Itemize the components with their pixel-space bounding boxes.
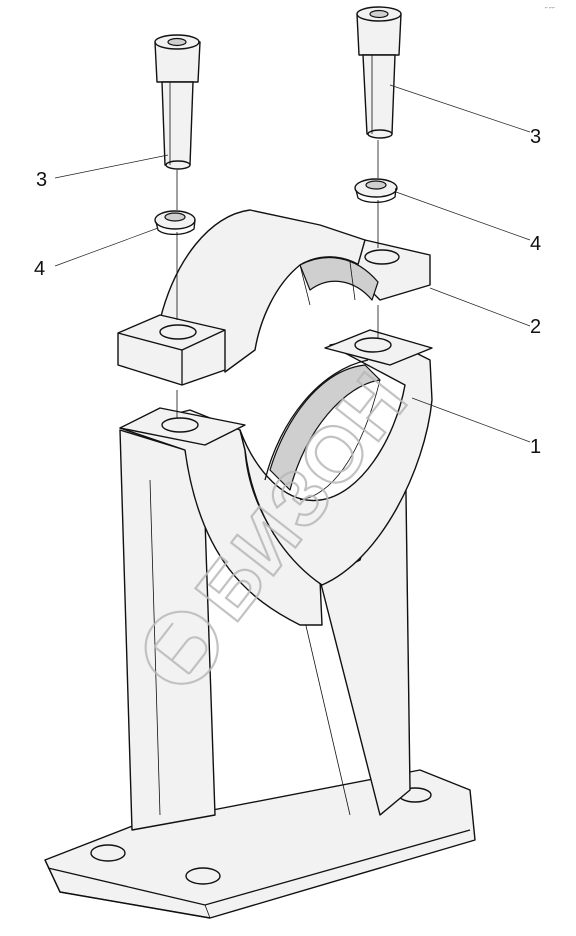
callouts: 3 3 4 4 2 1 [34, 126, 541, 458]
hex-socket-right [369, 9, 389, 19]
leader-4-right [395, 191, 531, 241]
callout-4-left: 4 [34, 258, 45, 280]
cap-pad-left [117, 314, 226, 386]
cap-pad-left-hole [159, 324, 197, 340]
leader-4-left [54, 227, 159, 267]
lower-pad-right-hole [354, 337, 392, 353]
callout-4-right: 4 [530, 233, 541, 255]
leader-lines [54, 84, 531, 443]
leader-2 [429, 287, 531, 327]
callout-3-right: 3 [530, 126, 541, 148]
hex-socket-left [167, 37, 187, 47]
corner-mark: ⌐ ⌐⌐ [545, 5, 555, 11]
pedestal-housing [44, 329, 476, 919]
leader-3-left [54, 154, 169, 179]
leader-1 [411, 397, 531, 443]
assembly-axis-lines [176, 140, 379, 418]
mounting-hole-front-left [90, 844, 126, 862]
cap-pad-right-hole [364, 249, 400, 265]
spring-washer-right [354, 178, 398, 204]
spring-washer-left [154, 210, 196, 236]
callout-2: 2 [530, 316, 541, 338]
mounting-hole-front-right [185, 867, 221, 885]
cap-bore-liner [299, 256, 379, 301]
cap-screw-right [356, 6, 402, 139]
lower-yoke-right [239, 334, 433, 586]
callout-3-left: 3 [36, 169, 47, 191]
callout-1: 1 [530, 436, 541, 458]
leader-3-right [389, 84, 531, 133]
cap-screw-left [154, 34, 201, 170]
bizon-logo-icon [144, 610, 219, 685]
bearing-cap [117, 209, 431, 386]
lower-pad-left-hole [161, 417, 199, 433]
